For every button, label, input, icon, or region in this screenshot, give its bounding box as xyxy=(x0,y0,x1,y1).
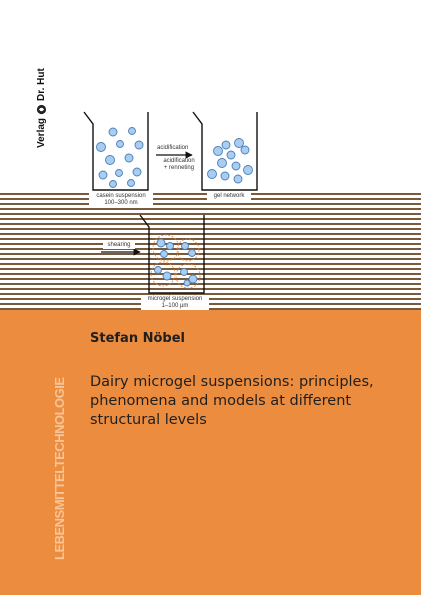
title-line: structural levels xyxy=(90,411,410,430)
process-diagram xyxy=(0,0,421,320)
particle xyxy=(189,250,196,257)
particle xyxy=(235,139,244,148)
author-name: Stefan Nöbel xyxy=(90,331,185,346)
particle xyxy=(117,141,124,148)
particle xyxy=(208,170,217,179)
particle xyxy=(221,172,229,180)
particle xyxy=(109,128,117,136)
particle xyxy=(167,243,174,250)
title-line: phenomena and models at different xyxy=(90,392,410,411)
label-shearing: shearing xyxy=(103,242,135,249)
beaker-microgel xyxy=(140,215,204,293)
particle xyxy=(182,243,189,250)
caption-microgel-suspension: microgel suspension 1–100 µm xyxy=(141,296,209,310)
particle xyxy=(110,181,117,188)
particle xyxy=(222,141,230,149)
particle xyxy=(163,272,171,280)
particle xyxy=(125,154,133,162)
particle xyxy=(133,168,141,176)
particle xyxy=(106,156,115,165)
particle xyxy=(135,141,143,149)
particle xyxy=(128,180,135,187)
caption-casein-suspension: casein suspension 100–300 nm xyxy=(89,193,153,207)
aggregate-outline xyxy=(177,239,199,261)
particle xyxy=(97,143,106,152)
book-title: Dairy microgel suspensions: principles, … xyxy=(90,373,410,430)
particle xyxy=(232,162,240,170)
caption-gel-network: gel network xyxy=(207,193,251,200)
particle xyxy=(244,166,253,175)
particle xyxy=(129,128,136,135)
series-label: LEBENSMITTELTECHNOLOGIE xyxy=(52,377,67,560)
particle xyxy=(155,267,162,274)
particle xyxy=(227,151,235,159)
particle xyxy=(116,170,123,177)
particle xyxy=(99,171,107,179)
beaker-gel xyxy=(193,112,257,190)
arrow-label-acidification: acidification xyxy=(157,145,188,152)
title-line: Dairy microgel suspensions: principles, xyxy=(90,373,410,392)
particle xyxy=(234,175,242,183)
particle xyxy=(214,147,223,156)
particle xyxy=(241,146,249,154)
aggregate-outline xyxy=(151,262,175,286)
particle xyxy=(181,269,188,276)
particle xyxy=(184,280,190,286)
beaker-casein xyxy=(84,112,148,190)
particle xyxy=(161,251,168,258)
arrow-label-acidification-renneting: acidification + renneting xyxy=(157,158,201,172)
particle xyxy=(157,239,165,247)
particle xyxy=(218,159,227,168)
